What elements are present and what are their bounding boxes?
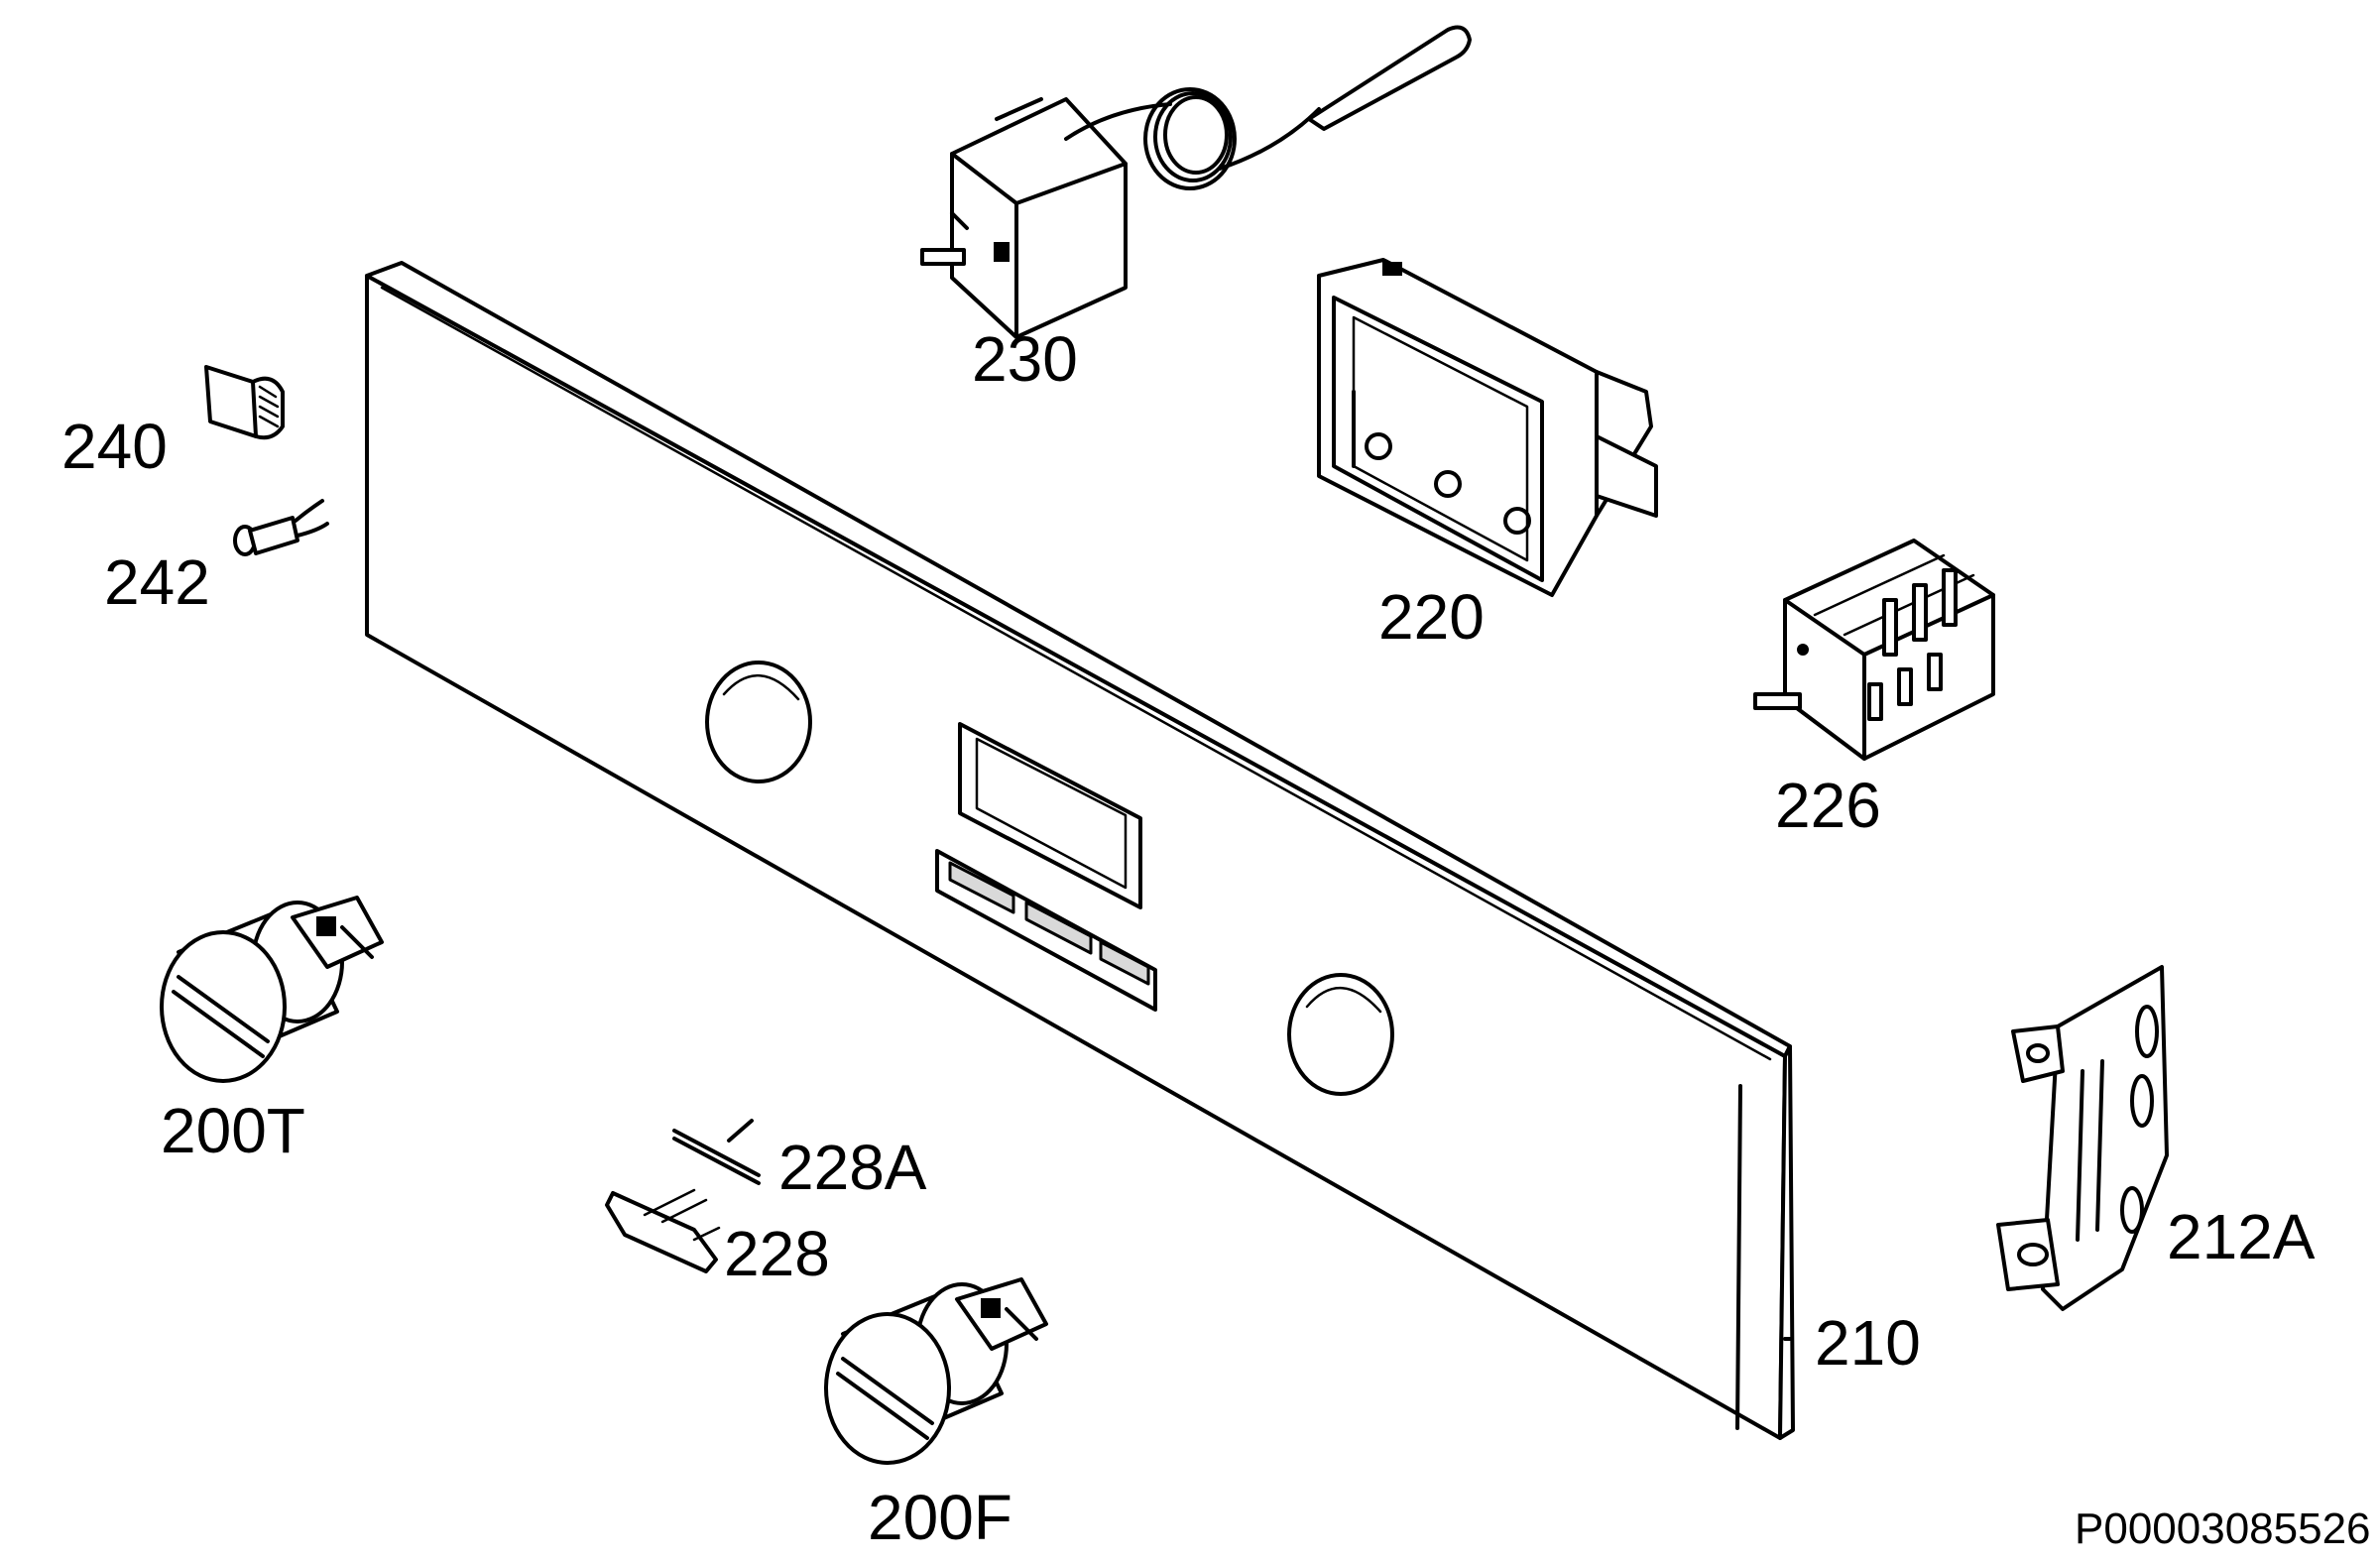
part-220-electronic-module [1317,258,1658,597]
part-label-220: 220 [1378,581,1485,653]
document-id: P00003085526 [2075,1504,2371,1553]
part-200F-knob [824,1277,1048,1465]
part-label-240: 240 [61,411,168,482]
part-label-228: 228 [724,1218,830,1289]
part-210-control-panel [365,261,1795,1440]
part-228-rod [605,1188,721,1273]
part-label-212A: 212A [2167,1201,2316,1272]
part-label-200T: 200T [161,1095,305,1166]
part-240-push-button [204,365,285,440]
part-212A-bracket [1996,965,2169,1311]
part-200T-knob [160,896,384,1083]
part-label-228A: 228A [778,1132,927,1203]
part-label-200F: 200F [868,1482,1012,1553]
part-226-selector-switch [1753,539,1995,761]
part-242-lamp [233,499,329,556]
part-230-thermostat [920,25,1472,339]
part-label-226: 226 [1775,770,1881,841]
part-label-230: 230 [972,323,1078,395]
part-label-242: 242 [104,546,210,618]
part-228A-pin [672,1119,761,1185]
part-label-210: 210 [1815,1307,1921,1379]
